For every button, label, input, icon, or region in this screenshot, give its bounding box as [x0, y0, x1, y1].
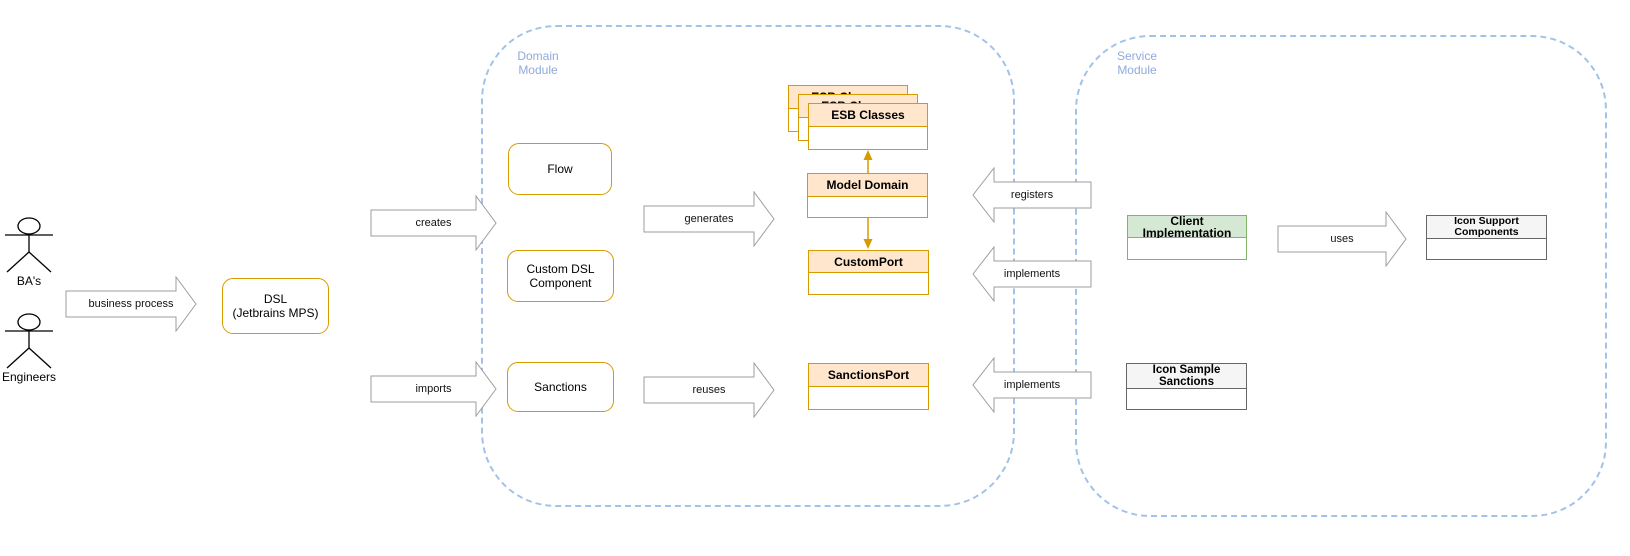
client-implementation-box: Client Implementation: [1127, 215, 1247, 260]
business-process-arrow: business process: [65, 276, 197, 332]
esb-classes-body: [808, 127, 928, 150]
esb-classes-box: ESB Classes: [808, 103, 928, 150]
dsl-box-line2: (Jetbrains MPS): [232, 306, 319, 320]
imports-arrow: imports: [370, 361, 497, 417]
client-implementation-body: [1127, 238, 1247, 260]
sanctionsport-title: SanctionsPort: [808, 363, 929, 387]
model-domain-title: Model Domain: [807, 173, 928, 197]
domain-module-label-line2: Module: [518, 63, 558, 77]
client-implementation-title: Client Implementation: [1127, 215, 1247, 239]
creates-arrow: creates: [370, 195, 497, 251]
icon-support-components-box: Icon Support Components: [1426, 215, 1547, 260]
custom-dsl-component-line2: Component: [529, 276, 592, 290]
reuses-arrow: reuses: [643, 362, 775, 418]
actor-engineers-label: Engineers: [1, 370, 57, 384]
reuses-arrow-label: reuses: [692, 384, 726, 396]
generates-arrow-label: generates: [684, 213, 734, 225]
customport-title: CustomPort: [808, 250, 929, 273]
creates-arrow-label: creates: [415, 217, 452, 229]
uses-arrow-label: uses: [1330, 233, 1354, 245]
sanctionsport-box: SanctionsPort: [808, 363, 929, 410]
actor-engineers-icon: [5, 313, 53, 369]
imports-arrow-label: imports: [415, 383, 452, 395]
actor-bas-label: BA's: [16, 274, 42, 288]
service-module-label-line1: Service: [1116, 49, 1157, 63]
icon-support-components-line2: Components: [1454, 226, 1519, 238]
generates-arrow: generates: [643, 191, 775, 247]
model-domain-box: Model Domain: [807, 173, 928, 218]
icon-support-components-body: [1426, 239, 1547, 260]
esb-classes-title: ESB Classes: [808, 103, 928, 127]
domain-module-label: Domain Module: [495, 49, 581, 77]
customport-body: [808, 273, 929, 295]
service-module-label-line2: Module: [1117, 63, 1157, 77]
esb-modeldomain-connector: [863, 150, 873, 173]
dsl-box: DSL (Jetbrains MPS): [222, 278, 329, 334]
registers-arrow: registers: [972, 167, 1092, 223]
business-process-arrow-label: business process: [88, 298, 174, 310]
implements-customport-arrow: implements: [972, 246, 1092, 302]
sanctions-box: Sanctions: [507, 362, 614, 412]
model-domain-body: [807, 197, 928, 218]
implements-sanctionsport-arrow-label: implements: [1003, 379, 1061, 391]
service-module-label: Service Module: [1094, 49, 1180, 77]
customport-box: CustomPort: [808, 250, 929, 295]
icon-sample-sanctions-title: Icon Sample Sanctions: [1126, 363, 1247, 389]
flow-box: Flow: [508, 143, 612, 195]
flow-box-label: Flow: [547, 162, 573, 176]
actor-bas-icon: [5, 217, 53, 273]
implements-customport-arrow-label: implements: [1003, 268, 1061, 280]
icon-support-components-title: Icon Support Components: [1426, 215, 1547, 239]
icon-support-components-line1: Icon Support: [1454, 215, 1519, 227]
icon-sample-sanctions-body: [1126, 389, 1247, 410]
domain-module-label-line1: Domain: [517, 49, 559, 63]
custom-dsl-component-line1: Custom DSL: [526, 262, 595, 276]
icon-sample-sanctions-box: Icon Sample Sanctions: [1126, 363, 1247, 410]
registers-arrow-label: registers: [1010, 189, 1054, 201]
uses-arrow: uses: [1277, 211, 1407, 267]
modeldomain-customport-connector: [863, 218, 873, 249]
sanctions-box-label: Sanctions: [534, 380, 587, 394]
dsl-box-line1: DSL: [263, 292, 288, 306]
sanctionsport-body: [808, 387, 929, 410]
custom-dsl-component-box: Custom DSL Component: [507, 250, 614, 302]
implements-sanctionsport-arrow: implements: [972, 357, 1092, 413]
